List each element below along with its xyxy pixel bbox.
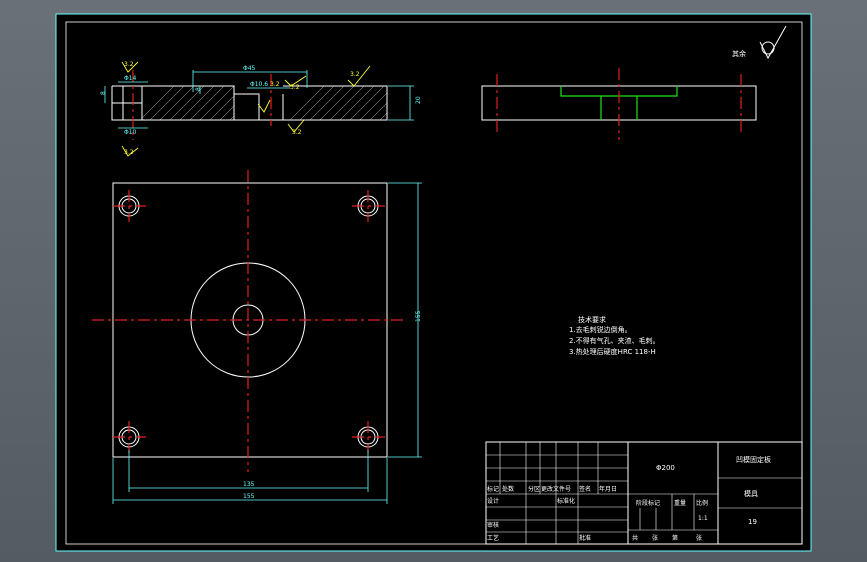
tb-row-zone: 分区 [528,485,540,493]
tb-sheet-index: 第 [672,534,678,542]
tb-sheet-unit2: 张 [696,534,702,542]
tb-row-date: 年月日 [599,485,617,493]
ra-recess: 3.2 [290,84,300,91]
tech-note-2: 2.不得有气孔、夹渣、毛刺。 [569,336,660,345]
ra-left-top: 3.2 [124,61,134,68]
tb-row-mark: 标记 [487,485,499,493]
roughness-note: 其余 [732,49,746,58]
dim-outer-width: 155 [243,493,255,500]
dim-height: 20 [415,96,422,104]
plan-view: 135 155 155 [92,170,422,504]
tb-designer-name: 标准化 [557,497,575,505]
tb-designer-label: 设计 [487,497,499,505]
sheet-outer-border [55,13,812,552]
tb-approve-label: 批准 [579,534,591,542]
tb-row-count: 处数 [502,485,514,493]
tb-row-sign: 签名 [579,485,591,493]
sheet-inner-border [65,21,803,545]
ra-bottom: 3.2 [292,129,302,136]
section-view: Φ45 Φ10.6 Φ14 Φ10 20 8 8 3.2 3.2 3.2 3.2… [100,61,422,157]
tb-stage-label: 阶段标记 [636,499,660,507]
title-block: Φ200 凹模固定板 模具 19 标记 处数 分区 更改文件号 签名 年月日 设… [485,441,803,545]
tech-note-3: 3.热处理后硬度HRC 118-H [569,347,656,356]
dim-plan-height: 155 [415,310,422,322]
material: Φ200 [656,464,675,472]
ra-center: 3.2 [270,81,280,88]
tb-process-label: 工艺 [487,534,499,542]
ra-left-bottom: 3.2 [124,149,134,156]
dim-left-depth: 8 [100,91,107,95]
drawing-no: 19 [748,518,757,526]
side-view [481,68,757,140]
dim-top-length: Φ45 [243,65,256,72]
roughness-symbol: 其余 [732,25,787,60]
tb-scale-value: 1:1 [698,515,708,522]
dim-center-bore: Φ10.6 [250,81,268,88]
part-name: 凹模固定板 [736,455,771,464]
dim-recess-depth: 8 [195,87,202,91]
tech-note-1: 1.去毛刺锐边倒角。 [569,325,632,334]
tb-checker-label: 审核 [487,521,499,529]
ra-top-right: 3.2 [350,71,360,78]
dim-left-bore-bottom: Φ10 [124,129,137,136]
tech-notes: 技术要求 1.去毛刺锐边倒角。 2.不得有气孔、夹渣、毛刺。 3.热处理后硬度H… [569,315,660,356]
tb-scale-label: 比例 [696,499,708,507]
tech-notes-title: 技术要求 [578,315,606,324]
dim-inner-width: 135 [243,481,255,488]
tb-weight-label: 重量 [674,499,686,507]
tb-row-docno: 更改文件号 [541,485,571,493]
tb-sheet-unit: 张 [652,534,658,542]
dim-left-bore-top: Φ14 [124,75,137,82]
tb-sheet-total: 共 [632,534,638,542]
company: 模具 [744,489,758,498]
